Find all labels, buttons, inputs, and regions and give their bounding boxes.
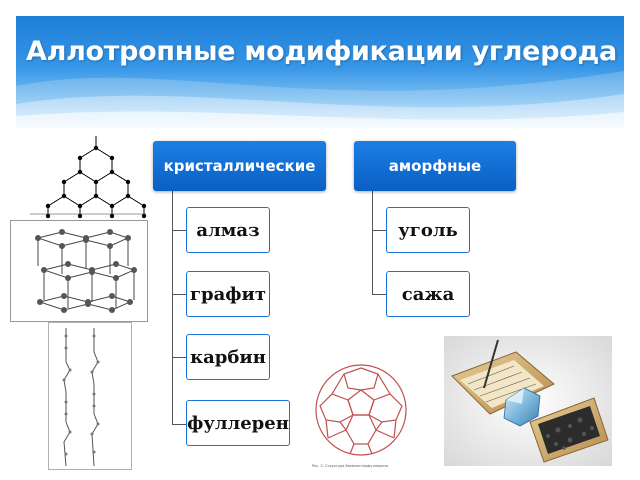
connector-fullerene: [172, 424, 186, 425]
slide-title: Аллотропные модификации углерода: [26, 36, 617, 67]
amorphous-category-header: аморфные: [354, 141, 516, 191]
graphite-box: графит: [186, 271, 270, 317]
connector-diamond: [172, 230, 186, 231]
diamond-lattice-image: [30, 136, 147, 219]
connector-carbyne: [172, 357, 186, 358]
connector-crystalline: [172, 191, 173, 425]
soot-box: сажа: [386, 271, 470, 317]
fullerene-molecule-image: [315, 364, 407, 456]
connector-coal: [372, 230, 386, 231]
fullerene-caption: Рис. 2. Структура бакминстерфуллерена: [312, 464, 388, 468]
banner-wave-decoration: [16, 71, 624, 128]
carbyne-box: карбин: [186, 334, 270, 380]
coal-photo-image: [444, 336, 612, 466]
coal-box: уголь: [386, 207, 470, 253]
graphite-structure-image: [10, 220, 148, 322]
fullerene-box: фуллерен: [186, 400, 290, 446]
connector-amorphous: [372, 191, 373, 295]
title-banner: [16, 16, 624, 128]
diamond-box: алмаз: [186, 207, 270, 253]
connector-graphite: [172, 294, 186, 295]
connector-soot: [372, 294, 386, 295]
crystalline-category-header: кристаллические: [153, 141, 326, 191]
carbyne-chains-image: [48, 322, 132, 470]
